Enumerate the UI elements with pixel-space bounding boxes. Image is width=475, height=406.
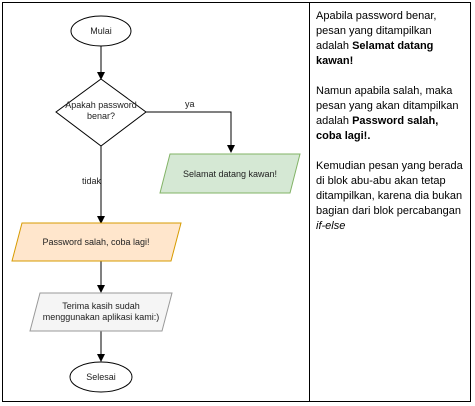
start-label: Mulai xyxy=(90,26,112,36)
column-divider xyxy=(309,2,310,402)
explanation-text: Apabila password benar, pesan yang ditam… xyxy=(316,10,437,52)
decision-label-line1: Apakah password xyxy=(65,100,137,110)
error-message: Password salah, coba lagi! xyxy=(42,237,149,247)
decision-diamond xyxy=(55,78,147,147)
end-terminal xyxy=(69,361,133,393)
explanation-text: Kemudian pesan yang berada di blok abu-a… xyxy=(316,160,463,217)
success-message: Selamat datang kawan! xyxy=(183,169,277,179)
decision-label-line2: benar? xyxy=(87,111,115,121)
arrow-yes-branch xyxy=(146,111,235,153)
explanation-paragraph-3: Kemudian pesan yang berada di blok abu-a… xyxy=(316,159,466,234)
thanks-message-line1: Terima kasih sudah xyxy=(62,301,140,311)
no-label: tidak xyxy=(82,176,102,186)
explanation-period: . xyxy=(367,130,371,142)
success-output-block xyxy=(159,153,301,194)
connectors xyxy=(97,46,235,362)
table-frame xyxy=(2,2,471,402)
explanation-panel: Apabila password benar, pesan yang ditam… xyxy=(316,9,466,249)
explanation-italic: if-else xyxy=(316,220,346,232)
explanation-text: Namun apabila salah, maka pesan yang aka… xyxy=(316,85,459,127)
thanks-output-block xyxy=(29,292,173,332)
thanks-message-line2: menggunakan aplikasi kami:) xyxy=(43,312,160,322)
end-label: Selesai xyxy=(86,372,116,382)
explanation-emphasis: Password salah, coba lagi! xyxy=(316,115,439,142)
explanation-paragraph-2: Namun apabila salah, maka pesan yang aka… xyxy=(316,84,466,144)
explanation-paragraph-1: Apabila password benar, pesan yang ditam… xyxy=(316,9,466,69)
error-output-block xyxy=(11,222,182,262)
start-terminal xyxy=(70,15,132,47)
explanation-emphasis: Selamat datang kawan! xyxy=(316,40,434,67)
yes-label: ya xyxy=(185,99,195,109)
